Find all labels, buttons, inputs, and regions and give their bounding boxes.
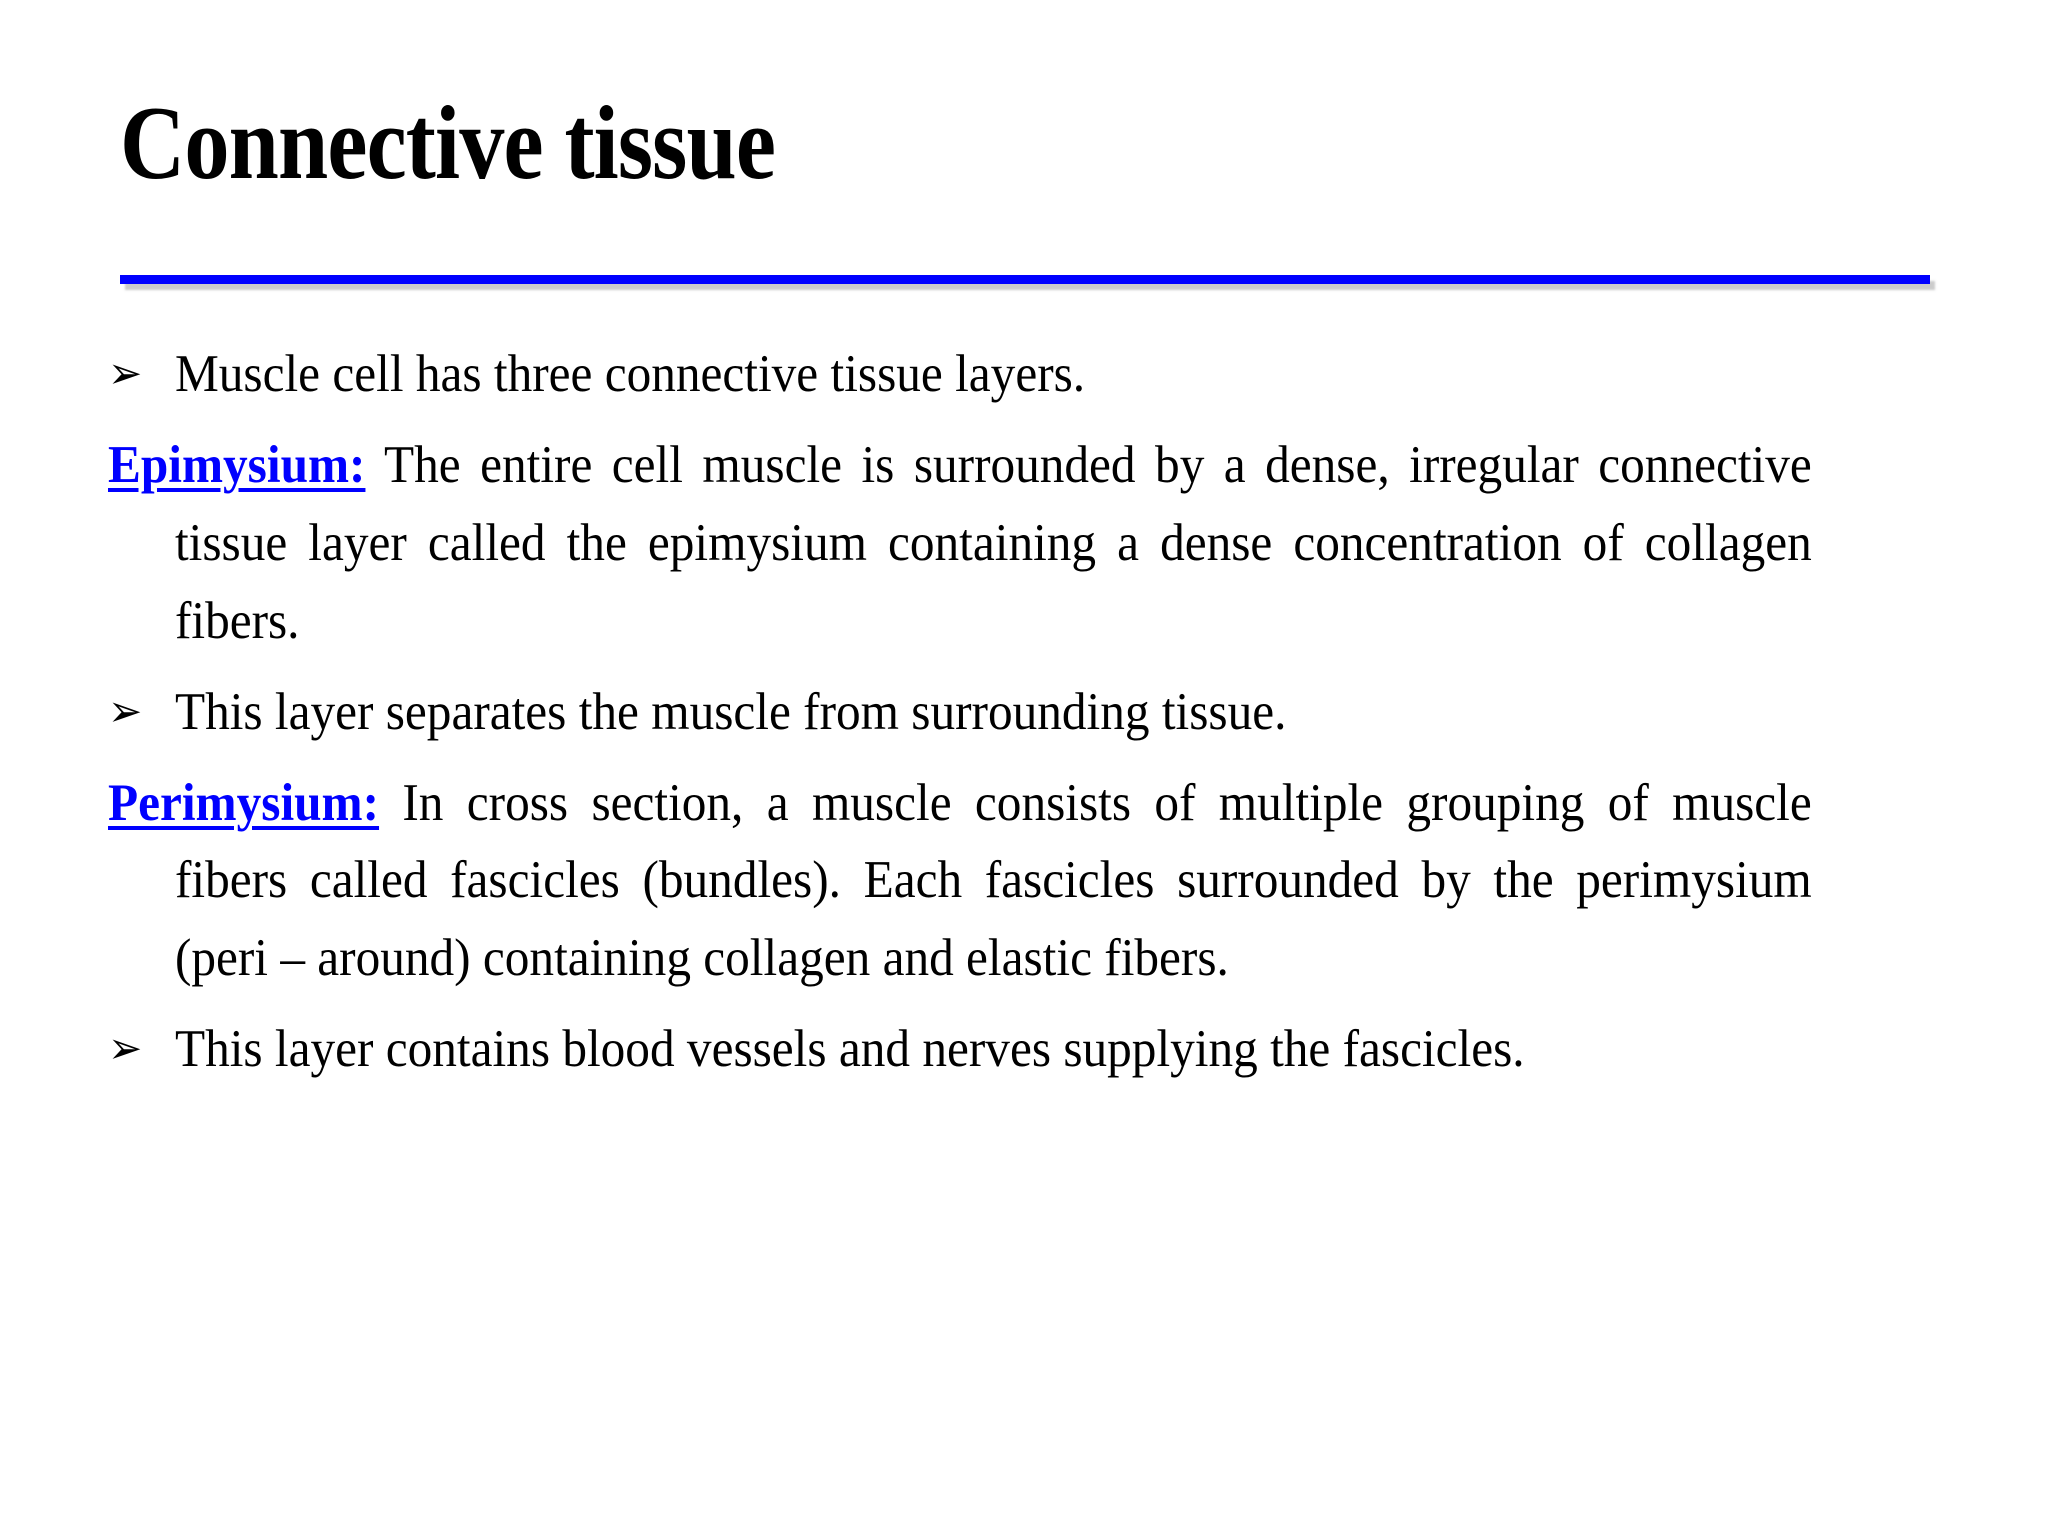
definition-paragraph-perimysium: Perimysium: In cross section, a muscle c… [108, 765, 1812, 999]
title-divider-rule [120, 275, 1930, 284]
list-item: ➢ This layer separates the muscle from s… [108, 674, 1812, 752]
list-item-label: This layer contains blood vessels and ne… [174, 1020, 1525, 1079]
arrow-bullet-icon: ➢ [108, 1023, 143, 1075]
arrow-bullet-icon: ➢ [108, 348, 143, 399]
arrow-bullet-icon: ➢ [108, 685, 143, 737]
term-label-perimysium: Perimysium: [108, 773, 380, 832]
list-item: ➢ This layer contains blood vessels and … [108, 1011, 1812, 1089]
definition-paragraph-epimysium: Epimysium: The entire cell muscle is sur… [108, 427, 1812, 661]
term-body-epimysium: The entire cell muscle is surrounded by … [174, 435, 1812, 650]
term-label-epimysium: Epimysium: [108, 435, 366, 494]
slide-body: ➢ Muscle cell has three connective tissu… [108, 336, 1940, 1102]
term-body-perimysium: In cross section, a muscle consists of m… [174, 773, 1812, 988]
page-title: Connective tissue [120, 84, 776, 201]
title-block: Connective tissue [120, 84, 1930, 201]
list-item-label: This layer separates the muscle from sur… [174, 682, 1287, 741]
list-item-label: Muscle cell has three connective tissue … [174, 345, 1086, 403]
list-item: ➢ Muscle cell has three connective tissu… [108, 336, 1812, 414]
